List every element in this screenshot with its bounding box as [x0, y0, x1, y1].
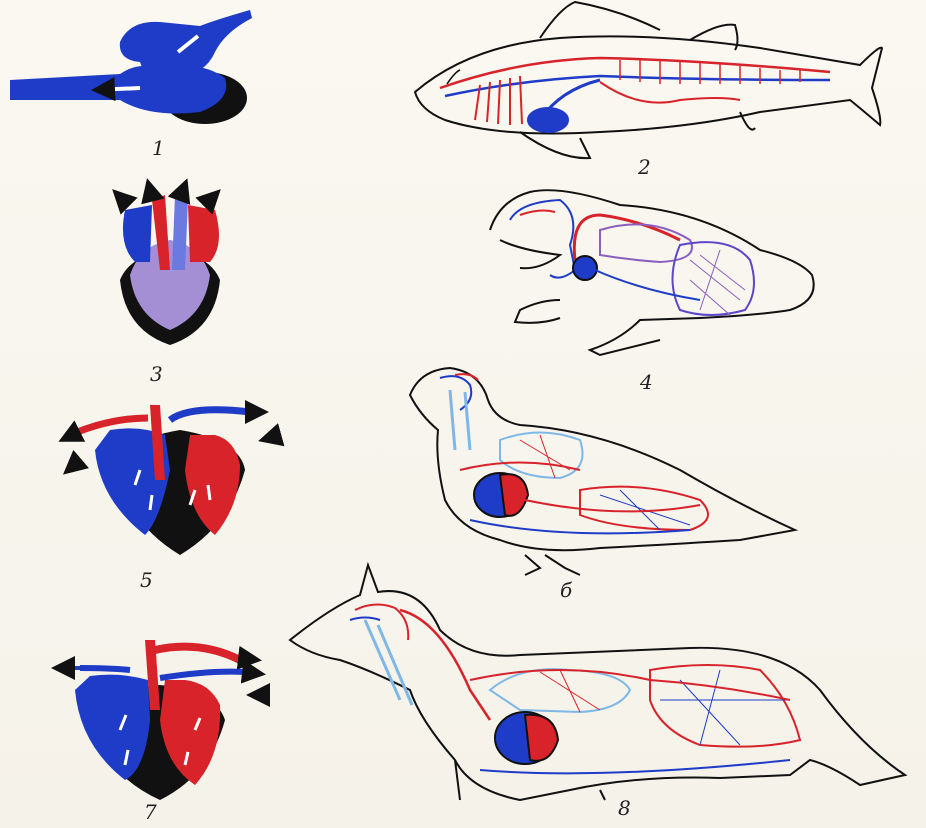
reptile-heart: [62, 405, 280, 555]
fish-heart: [10, 10, 252, 124]
label-frog: 4: [640, 370, 653, 394]
label-fish: 2: [638, 155, 651, 179]
label-fox: 8: [618, 796, 631, 820]
label-fish-heart: 1: [152, 136, 165, 160]
label-pigeon: б: [560, 578, 572, 602]
mammal-heart: [55, 640, 270, 800]
fox-circulation: [290, 565, 905, 800]
amphibian-heart: [115, 182, 220, 345]
label-amphibian-heart: 3: [150, 362, 163, 386]
label-reptile-heart: 5: [140, 568, 153, 592]
label-mammal-heart: 7: [144, 800, 157, 824]
fish-circulation: [415, 2, 882, 158]
frog-circulation: [490, 190, 814, 355]
pigeon-circulation: [410, 368, 795, 575]
